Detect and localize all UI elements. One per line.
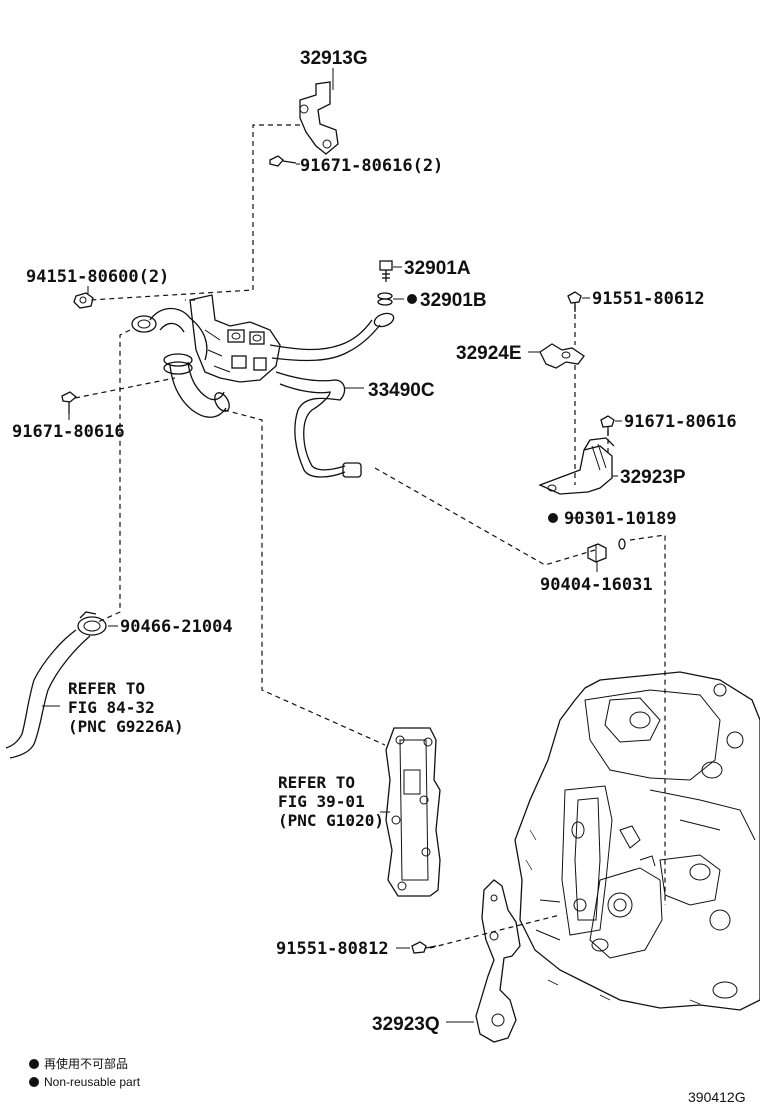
refer-note-line: REFER TO bbox=[68, 679, 145, 698]
bolt-91551-80612 bbox=[567, 291, 590, 312]
engine-block bbox=[514, 671, 760, 1011]
label-90466-21004: 90466-21004 bbox=[120, 617, 233, 637]
nut-94151-80600-2 bbox=[73, 292, 94, 309]
legend-marker bbox=[29, 1077, 39, 1087]
reference-lines bbox=[74, 124, 666, 949]
label-32901B: 32901B bbox=[420, 290, 487, 311]
bolt-91671-80616-right bbox=[600, 415, 622, 436]
label-91671-80616-2: 91671-80616(2) bbox=[300, 156, 443, 176]
label-90301-10189: 90301-10189 bbox=[564, 509, 677, 529]
o-ring-90301-10189 bbox=[548, 513, 626, 550]
legend-jp: 再使用不可部品 bbox=[44, 1056, 128, 1071]
non-reusable-marker bbox=[548, 513, 558, 523]
hose-refer-fig-84-32 bbox=[5, 629, 91, 759]
label-32924E: 32924E bbox=[456, 343, 522, 364]
label-32913G: 32913G bbox=[300, 48, 368, 69]
diagram-code: 390412G bbox=[688, 1089, 746, 1105]
legend-en: Non-reusable part bbox=[44, 1075, 141, 1089]
bracket-32913G bbox=[299, 68, 339, 155]
non-reusable-marker bbox=[407, 294, 417, 304]
label-91671-80616-left: 91671-80616 bbox=[12, 422, 125, 442]
refer-note-line: (PNC G1020) bbox=[278, 811, 384, 830]
label-94151-80600-2: 94151-80600(2) bbox=[26, 267, 169, 287]
label-32901A: 32901A bbox=[404, 258, 471, 279]
refer-note-line: FIG 39-01 bbox=[278, 792, 365, 811]
bracket-32923Q bbox=[446, 879, 521, 1043]
clamp-32924E bbox=[528, 343, 585, 369]
refer-note-fig-39-01: REFER TO FIG 39-01 (PNC G1020) bbox=[278, 773, 384, 830]
bolt-91551-80812 bbox=[396, 941, 437, 954]
bolt-91671-80616-left bbox=[61, 391, 78, 414]
label-90404-16031: 90404-16031 bbox=[540, 575, 653, 595]
bolt-91671-80616-2 bbox=[269, 155, 300, 167]
label-32923P: 32923P bbox=[620, 467, 686, 488]
refer-note-line: REFER TO bbox=[278, 773, 355, 792]
legend: 再使用不可部品 Non-reusable part bbox=[29, 1056, 141, 1089]
legend-marker bbox=[29, 1059, 39, 1069]
bolt-32901A bbox=[379, 260, 402, 282]
bracket-32923P bbox=[538, 437, 618, 495]
refer-note-line: FIG 84-32 bbox=[68, 698, 155, 717]
label-33490C: 33490C bbox=[368, 380, 435, 401]
refer-note-line: (PNC G9226A) bbox=[68, 717, 184, 736]
label-91671-80616-right: 91671-80616 bbox=[624, 412, 737, 432]
union-90404-16031 bbox=[587, 543, 607, 572]
label-32923Q: 32923Q bbox=[372, 1014, 440, 1035]
gasket-32901B bbox=[377, 292, 417, 306]
label-91551-80812: 91551-80812 bbox=[276, 939, 389, 959]
clamp-90466-21004 bbox=[77, 611, 118, 636]
hose-assembly-33490C bbox=[131, 294, 395, 478]
plate-refer-fig-39-01 bbox=[380, 727, 441, 897]
label-91551-80612: 91551-80612 bbox=[592, 289, 705, 309]
refer-note-fig-84-32: REFER TO FIG 84-32 (PNC G9226A) bbox=[68, 679, 184, 736]
